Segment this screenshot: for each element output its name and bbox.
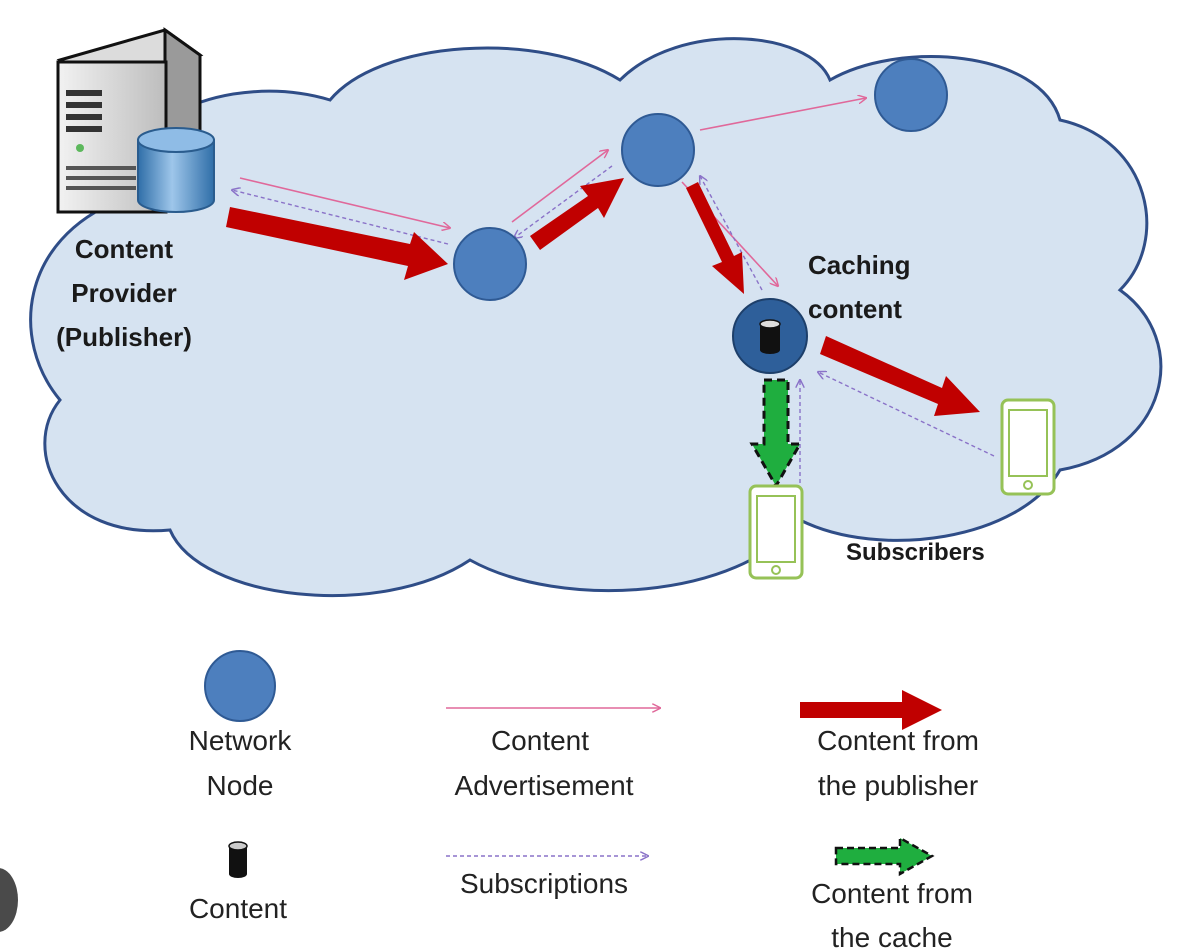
legend-advertisement: Content Advertisement [446, 708, 660, 801]
network-node-1 [453, 227, 527, 301]
provider-label-line2: Provider [71, 278, 177, 308]
subscriber-phone-2 [1000, 398, 1056, 496]
provider-label: Content Provider (Publisher) [56, 234, 192, 352]
legend-from-publisher: Content from the publisher [800, 690, 979, 801]
legend-content-label: Content [189, 893, 287, 924]
legend-from-cache-line2: the cache [831, 922, 952, 952]
content-cylinder-icon [228, 841, 248, 878]
network-node-2 [621, 113, 695, 187]
cache-arrow [749, 378, 803, 490]
legend-cache-arrow [834, 835, 935, 877]
caching-node [732, 298, 808, 374]
legend-from-publisher-line1: Content from [817, 725, 979, 756]
left-edge-button[interactable] [0, 868, 18, 932]
legend-content: Content [189, 841, 287, 924]
legend-advertisement-line2: Advertisement [455, 770, 634, 801]
subscribers-label: Subscribers [846, 539, 985, 566]
network-cloud [29, 37, 1163, 598]
legend-from-cache-line1: Content from [811, 878, 973, 909]
legend-from-publisher-line2: the publisher [818, 770, 978, 801]
legend-subscriptions-label: Subscriptions [460, 868, 628, 899]
legend-from-cache: Content from the cache [811, 835, 973, 952]
provider-label-line1: Content [75, 234, 174, 264]
subscriber-phone-1 [748, 484, 804, 580]
caching-label-line1: Caching [808, 250, 911, 280]
legend: Network Node Content Content Advertiseme… [189, 650, 979, 952]
content-cylinder-icon [759, 319, 781, 354]
legend-network-node-line2: Node [207, 770, 274, 801]
database-icon [137, 127, 215, 213]
legend-network-node: Network Node [189, 650, 293, 801]
legend-network-node-line1: Network [189, 725, 293, 756]
provider-label-line3: (Publisher) [56, 322, 192, 352]
legend-subscriptions: Subscriptions [446, 856, 648, 899]
network-node-3 [874, 58, 948, 132]
legend-publisher-arrow [800, 690, 942, 730]
caching-label: Caching content [808, 250, 911, 324]
publisher-arrows [226, 178, 980, 416]
subscription-arrows [232, 165, 995, 490]
legend-node-symbol [204, 650, 276, 722]
legend-advertisement-line1: Content [491, 725, 589, 756]
caching-label-line2: content [808, 294, 902, 324]
